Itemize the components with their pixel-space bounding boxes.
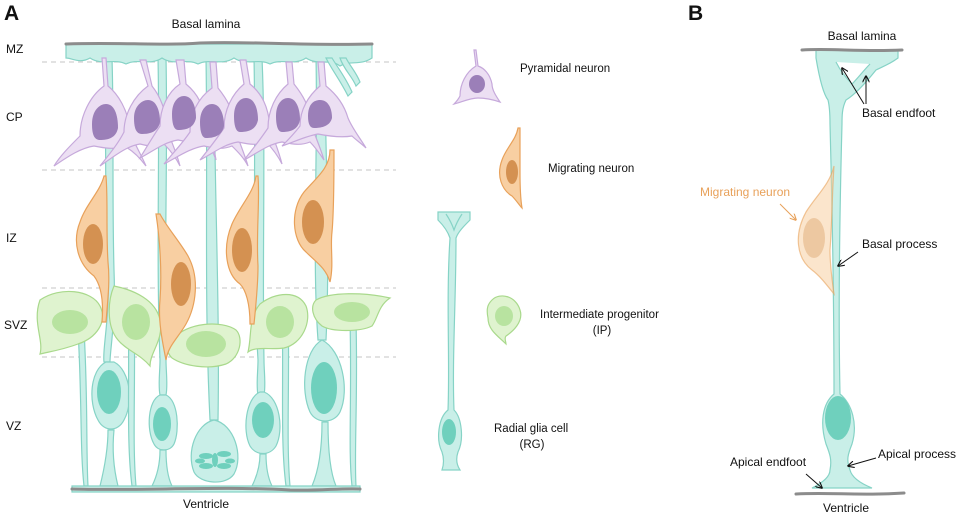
legend-rg-label-line2: (RG) (520, 439, 545, 451)
panel-b-basal-process-label: Basal process (862, 237, 937, 251)
pyramidal-nucleus (234, 98, 258, 132)
radial-glia-endfoot (325, 57, 353, 98)
pyramidal-nucleus (308, 100, 332, 128)
panel-b-apical-endfoot-label: Apical endfoot (730, 455, 807, 469)
legend-ip-icon (486, 295, 522, 346)
panel-b-apical-process-label: Apical process (878, 447, 956, 461)
migrating-neuron-nucleus (83, 224, 103, 264)
legend-pyramidal-icon (452, 49, 502, 106)
radial-glia-nucleus (153, 407, 171, 441)
legend-migrating-label: Migrating neuron (548, 163, 634, 175)
legend-rg-label-line1: Radial glia cell (494, 423, 568, 435)
radial-glia-thin-process (77, 329, 89, 487)
radial-glia-apical-process (99, 429, 119, 487)
intermediate-progenitor-nuclei (52, 302, 370, 357)
radial-glia-thin-process (349, 319, 358, 487)
legend-migrating-icon (499, 127, 523, 210)
migrating-neuron-nucleus (171, 262, 191, 306)
arrow-apical-endfoot (805, 473, 822, 488)
dividing-chromosomes (195, 451, 235, 469)
arrow-basal-process (838, 251, 859, 266)
panel-b-migrating-neuron-label: Migrating neuron (700, 185, 790, 199)
panel-b-basal-lamina-label: Basal lamina (828, 29, 897, 43)
panel-a-basal-lamina-label: Basal lamina (172, 17, 241, 31)
basal-lamina-line (64, 41, 374, 46)
ip-nucleus (334, 302, 370, 322)
ip-nucleus (52, 310, 88, 334)
radial-glia-soma (190, 419, 239, 483)
migrating-neuron-nucleus (302, 200, 324, 244)
panel-b-basal-lamina-line (800, 47, 904, 53)
radial-glia-nucleus (97, 370, 121, 414)
panel-b-basal-endfoot-label: Basal endfoot (862, 106, 936, 120)
panel-b-rg-nucleus (825, 396, 851, 440)
ip-nucleus (186, 331, 226, 357)
legend-ip-label-line2: (IP) (593, 325, 612, 337)
legend-rg-icon (437, 211, 471, 471)
zone-label-vz: VZ (6, 419, 21, 433)
panel-b-migrating-neuron (797, 165, 835, 297)
arrow-migrating-neuron (779, 203, 796, 220)
zone-label-mz: MZ (6, 42, 23, 56)
panel-b-letter: B (688, 2, 703, 25)
zone-label-cp: CP (6, 110, 23, 124)
radial-glia-apical-process (151, 449, 173, 487)
radial-glia-nucleus (252, 402, 274, 438)
migrating-neuron-nuclei (83, 200, 324, 306)
legend-pyramidal-label: Pyramidal neuron (520, 63, 610, 75)
pyramidal-nucleus (172, 96, 196, 130)
panel-b-ventricle-line (794, 491, 906, 496)
radial-glia-nuclei (97, 362, 337, 441)
zone-label-svz: SVZ (4, 318, 27, 332)
radial-glia-apical-process (251, 453, 273, 487)
pyramidal-nucleus (276, 98, 300, 132)
panel-b-ventricle-label: Ventricle (823, 501, 869, 514)
radial-glia-nucleus (311, 362, 337, 414)
pyramidal-nucleus (92, 104, 118, 140)
panel-a-ventricle-label: Ventricle (183, 497, 229, 511)
pyramidal-neuron-nuclei (92, 96, 332, 140)
arrow-apical-process (848, 457, 877, 466)
ip-nucleus (122, 304, 150, 340)
legend-ip-label-line1: Intermediate progenitor (540, 309, 659, 321)
zone-label-iz: IZ (6, 231, 17, 245)
ventricle-line (70, 486, 362, 492)
migrating-neuron-nucleus (232, 228, 252, 272)
pyramidal-nucleus (200, 104, 224, 138)
radial-glia-endfoot (339, 57, 361, 88)
pyramidal-nucleus (134, 100, 160, 134)
radial-glia-apical-process (311, 421, 337, 487)
arrow-basal-endfoot-left (842, 68, 865, 105)
panel-a-letter: A (4, 2, 19, 25)
ip-nucleus (266, 306, 294, 338)
